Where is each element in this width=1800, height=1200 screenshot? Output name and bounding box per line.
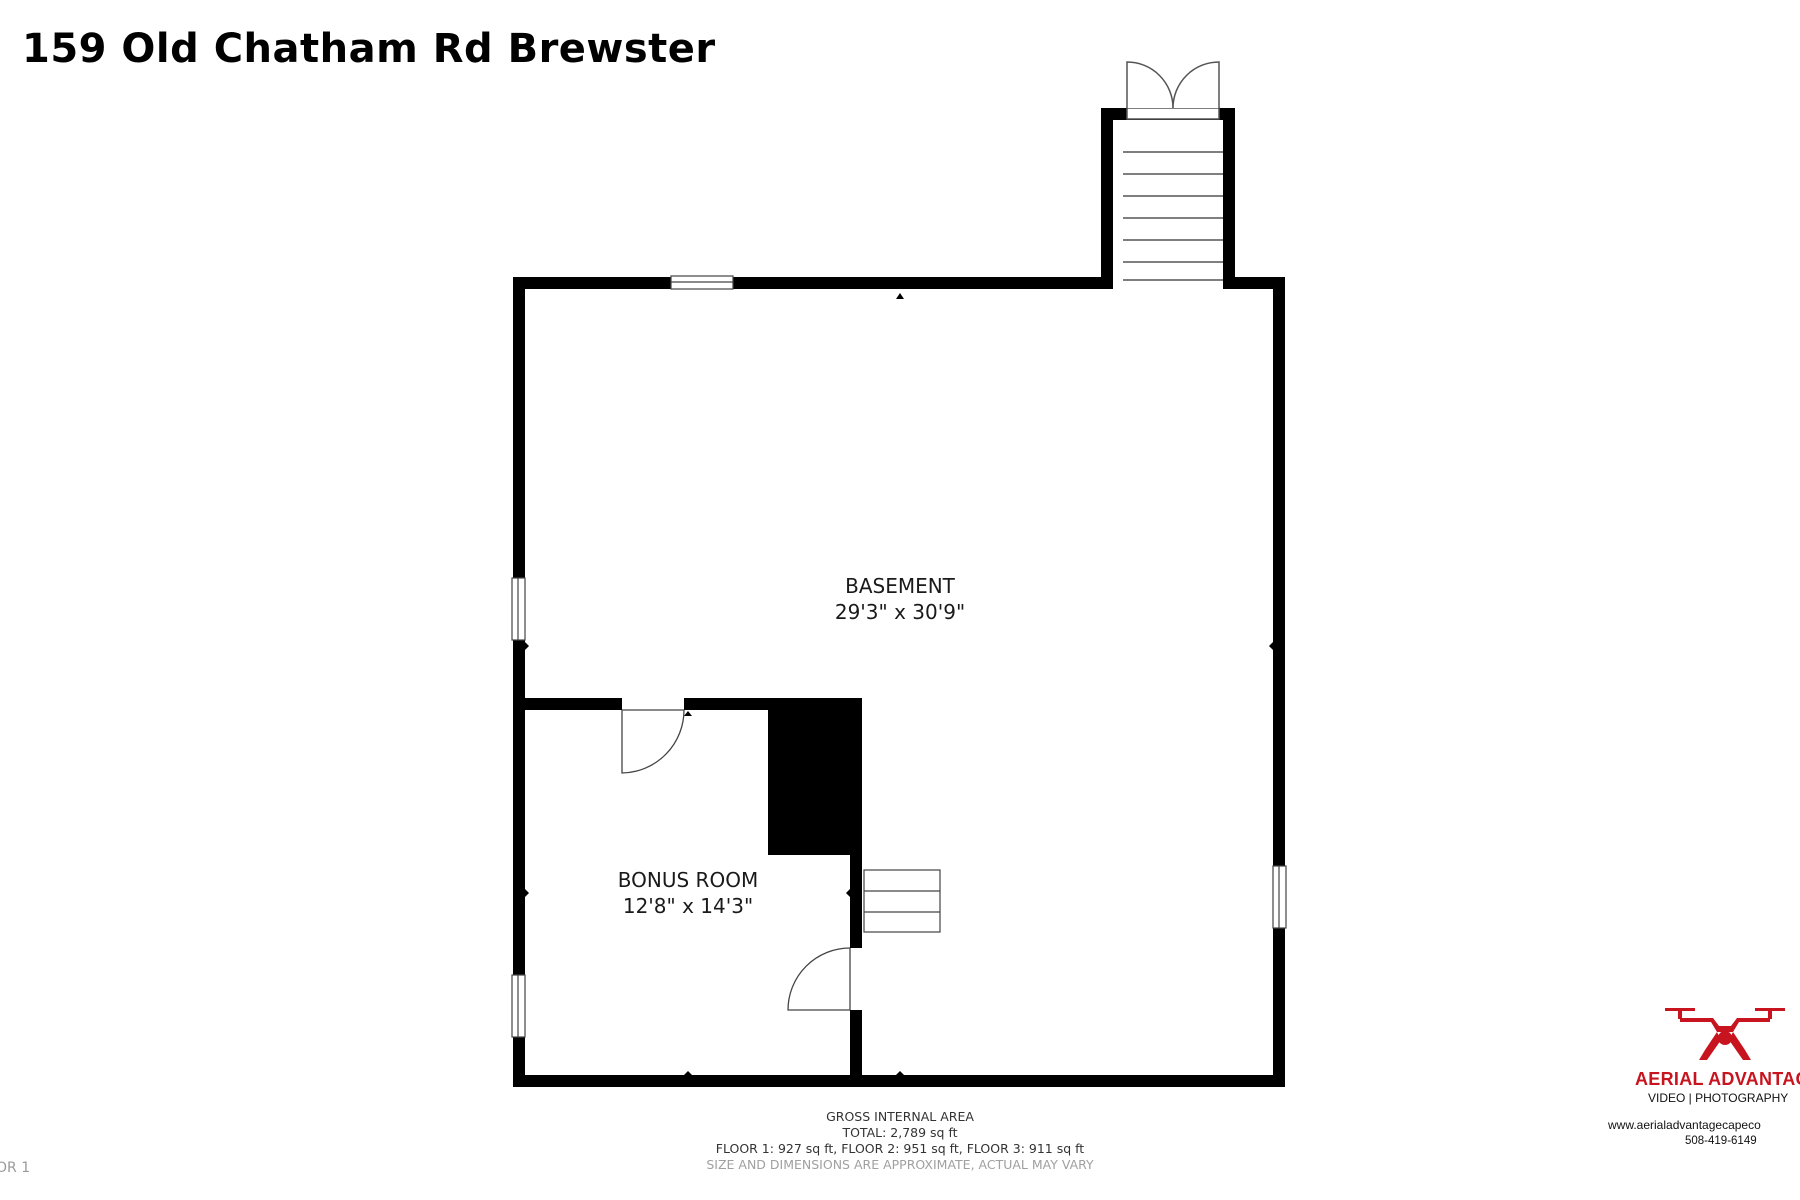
logo-website: www.aerialadvantagecapeco [1608,1118,1761,1132]
area-floors: FLOOR 1: 927 sq ft, FLOOR 2: 951 sq ft, … [715,1141,1085,1156]
logo-phone: 508-419-6149 [1685,1135,1757,1147]
dimension-markers [525,293,1273,1075]
area-heading: GROSS INTERNAL AREA [826,1109,974,1124]
area-disclaimer: SIZE AND DIMENSIONS ARE APPROXIMATE, ACT… [706,1157,1094,1172]
logo-brand: AERIAL ADVANTAG [1635,1069,1800,1089]
stair-opening [1123,120,1223,280]
door-swing-side [787,947,851,1011]
room-name: BASEMENT [845,574,955,598]
company-logo: AERIAL ADVANTAG VIDEO | PHOTOGRAPHY www.… [1585,995,1800,1200]
gross-area-info: GROSS INTERNAL AREA TOTAL: 2,789 sq ft F… [600,1109,1200,1173]
chimney-block [768,698,862,855]
drone-icon [1665,1008,1785,1060]
small-steps [863,869,941,933]
door-opening-bonus [622,698,684,711]
room-dimensions: 12'8" x 14'3" [622,894,754,918]
page-title: 159 Old Chatham Rd Brewster [22,26,716,72]
windows [511,275,1287,1038]
floor-tag: OR 1 [0,1160,31,1176]
room-name: BONUS ROOM [617,868,759,892]
room-label-basement: BASEMENT 29'3" x 30'9" [800,573,1000,625]
room-label-bonus-room: BONUS ROOM 12'8" x 14'3" [588,867,788,919]
stairwell [1123,120,1223,281]
door-opening-side [850,948,862,1010]
exterior-wall [513,108,1285,1087]
door-swing-bonus [621,709,685,774]
logo-tagline: VIDEO | PHOTOGRAPHY [1648,1091,1789,1105]
area-total: TOTAL: 2,789 sq ft [842,1125,958,1140]
room-dimensions: 29'3" x 30'9" [834,600,966,624]
doors [621,698,862,1011]
bulkhead-doors [1126,61,1220,120]
